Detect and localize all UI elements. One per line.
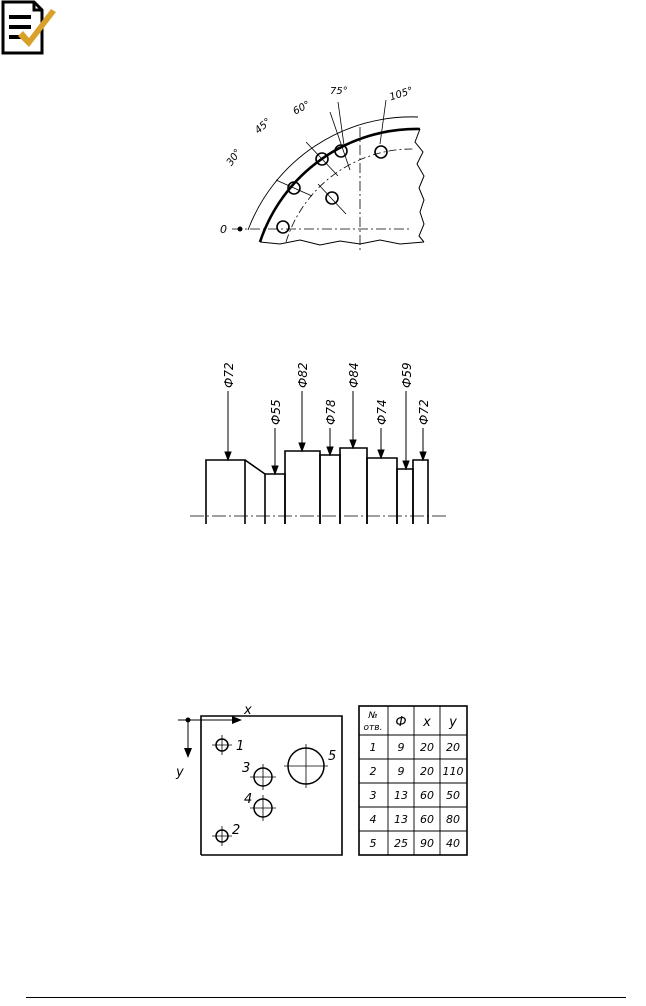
table-cell: 40 <box>446 837 460 850</box>
axis-y-label: y <box>175 765 184 780</box>
table-cell: 13 <box>394 813 408 826</box>
hole-label-5: 5 <box>328 749 336 764</box>
diameter-label-4: Ф78 <box>324 399 338 425</box>
table-header-no-line2: отв. <box>364 723 383 733</box>
axis-x-label: x <box>243 703 252 718</box>
diameter-label-6: Ф74 <box>375 399 389 425</box>
diameter-label-5: Ф84 <box>347 362 361 388</box>
table-cell: 4 <box>370 813 377 826</box>
table-cell: 20 <box>420 765 434 778</box>
table-cell: 60 <box>420 813 434 826</box>
angle-label-45: 45° <box>253 116 274 136</box>
diameter-label-7: Ф59 <box>400 362 414 388</box>
table-cell: 80 <box>446 813 460 826</box>
diameter-label-3: Ф82 <box>296 362 310 388</box>
check-icon <box>18 9 56 47</box>
footer-rule <box>26 997 626 998</box>
hole-label-1: 1 <box>236 739 244 754</box>
hole-label-2: 2 <box>232 823 240 838</box>
document-check-icon <box>1 0 56 55</box>
diameter-label-1: Ф72 <box>222 362 236 388</box>
table-cell: 25 <box>394 837 408 850</box>
table-header-y: y <box>448 715 457 730</box>
plate-holes-drawing: x y 1 2 3 4 5 № <box>175 703 468 856</box>
hole-label-3: 3 <box>242 761 250 776</box>
angular-dimension-drawing: 0 30° 45° 60° 75° 105° <box>220 85 425 252</box>
table-cell: 20 <box>446 741 460 754</box>
table-header-x: x <box>422 715 431 730</box>
table-cell: 3 <box>370 789 377 802</box>
hole-label-4: 4 <box>244 792 252 807</box>
diameter-label-8: Ф72 <box>417 399 431 425</box>
table-cell: 1 <box>370 741 377 754</box>
angle-label-60: 60° <box>291 99 312 117</box>
angle-label-105: 105° <box>388 85 414 103</box>
table-cell: 9 <box>398 765 405 778</box>
table-header-no-line1: № <box>367 711 377 721</box>
origin-label: 0 <box>220 223 227 236</box>
table-cell: 2 <box>370 765 377 778</box>
angle-label-30: 30° <box>225 147 244 168</box>
table-cell: 110 <box>443 765 464 778</box>
stepped-shaft-drawing: Ф72 Ф55 Ф82 Ф78 Ф84 Ф74 Ф59 Ф72 <box>190 362 448 524</box>
table-cell: 60 <box>420 789 434 802</box>
diameter-label-2: Ф55 <box>269 399 283 425</box>
table-header-phi: Ф <box>395 715 406 730</box>
table-cell: 50 <box>446 789 460 802</box>
table-cell: 90 <box>420 837 434 850</box>
table-cell: 9 <box>398 741 405 754</box>
table-cell: 13 <box>394 789 408 802</box>
table-cell: 20 <box>420 741 434 754</box>
angle-label-75: 75° <box>330 86 348 97</box>
table-cell: 5 <box>370 837 377 850</box>
